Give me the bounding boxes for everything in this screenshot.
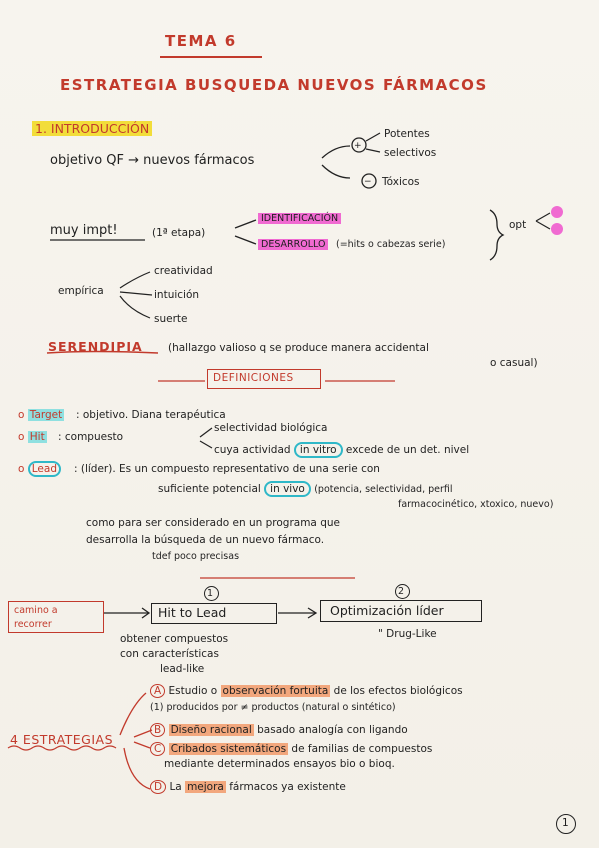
objetivo-text: objetivo QF → nuevos fármacos	[50, 153, 255, 168]
hit-sub2: cuya actividad in vitro excede de un det…	[214, 442, 470, 458]
obtener-line-2: con características	[120, 648, 219, 660]
serendipia-heading: SERENDIPIA	[48, 339, 143, 354]
estrategia-d: D La mejora fármacos ya existente	[150, 780, 346, 795]
optimizacion-text: Optimización líder	[330, 603, 444, 618]
optimizacion-box	[320, 600, 482, 622]
lead-bullet: o Lead	[18, 461, 61, 477]
page-number-circle	[556, 814, 576, 834]
estrategia-a-detail: (1) producidos por ≠ productos (natural …	[150, 702, 396, 713]
selectivos-text: selectivos	[384, 147, 437, 159]
obtener-line-3: lead-like	[160, 663, 205, 675]
hit-to-lead-text: Hit to Lead	[158, 605, 227, 620]
estrategia-b: B Diseño racional basado analogía con li…	[150, 723, 408, 738]
obtener-line-1: obtener compuestos	[120, 633, 229, 645]
desarrollo-note: (=hits o cabezas serie)	[336, 239, 446, 250]
opt-text: opt	[509, 219, 527, 231]
desarrollo-label: DESARROLLO	[258, 237, 329, 252]
estrategia-a: A Estudio o observación fortuita de los …	[150, 684, 463, 699]
muy-impt-text: muy impt!	[50, 223, 118, 238]
etapa-text: (1ª etapa)	[152, 227, 206, 239]
lead-line3: farmacocinético, xtoxico, nuevo)	[398, 499, 554, 510]
step2-circle	[395, 584, 410, 599]
camino-box	[8, 601, 104, 633]
estrategias-heading: 4 ESTRATEGIAS	[10, 732, 114, 747]
page-title: TEMA 6	[165, 32, 237, 50]
toxicos-text: Tóxicos	[382, 176, 420, 188]
lead-line6: tdef poco precisas	[152, 551, 240, 562]
page-subtitle: ESTRATEGIA BUSQUEDA NUEVOS FÁRMACOS	[60, 76, 488, 94]
hit-sub1: selectividad biológica	[214, 422, 328, 434]
drug-like-text: " Drug-Like	[378, 628, 437, 640]
camino-text-2: recorrer	[14, 619, 52, 630]
intuicion-text: intuición	[154, 289, 200, 301]
lead-line5: desarrolla la búsqueda de un nuevo fárma…	[86, 534, 325, 546]
definiciones-box	[207, 369, 321, 389]
lead-def: : (líder). Es un compuesto representativ…	[74, 463, 380, 475]
suerte-text: suerte	[154, 313, 188, 325]
identificacion-label: IDENTIFICACIÓN	[258, 211, 342, 226]
lead-line4: como para ser considerado en un programa…	[86, 517, 340, 529]
section-heading: 1. INTRODUCCIÓN	[32, 121, 153, 136]
estrategia-c: C Cribados sistemáticos de familias de c…	[150, 742, 432, 757]
hit-to-lead-box	[151, 603, 277, 624]
step1-number: 1	[207, 588, 214, 599]
estrategia-c-detail: mediante determinados ensayos bio o bioq…	[164, 758, 395, 770]
hit-bullet: o Hit	[18, 431, 47, 443]
serendipia-desc-1: (hallazgo valioso q se produce manera ac…	[168, 342, 429, 354]
creatividad-text: creatividad	[154, 265, 213, 277]
potentes-text: Potentes	[384, 128, 430, 140]
step1-circle	[204, 586, 219, 601]
plus-sign: +	[354, 141, 362, 151]
target-bullet: o Target	[18, 409, 65, 421]
target-def: : objetivo. Diana terapéutica	[76, 409, 226, 421]
hit-def: : compuesto	[58, 431, 124, 443]
page-number: 1	[562, 817, 569, 829]
minus-sign: −	[364, 177, 372, 187]
definiciones-heading: DEFINICIONES	[213, 372, 294, 384]
empirica-text: empírica	[58, 285, 104, 297]
step2-number: 2	[398, 586, 405, 597]
serendipia-desc-2: o casual)	[490, 357, 538, 369]
lead-line2: suficiente potencial in vivo (potencia, …	[158, 481, 453, 497]
camino-text-1: camino a	[14, 605, 58, 616]
